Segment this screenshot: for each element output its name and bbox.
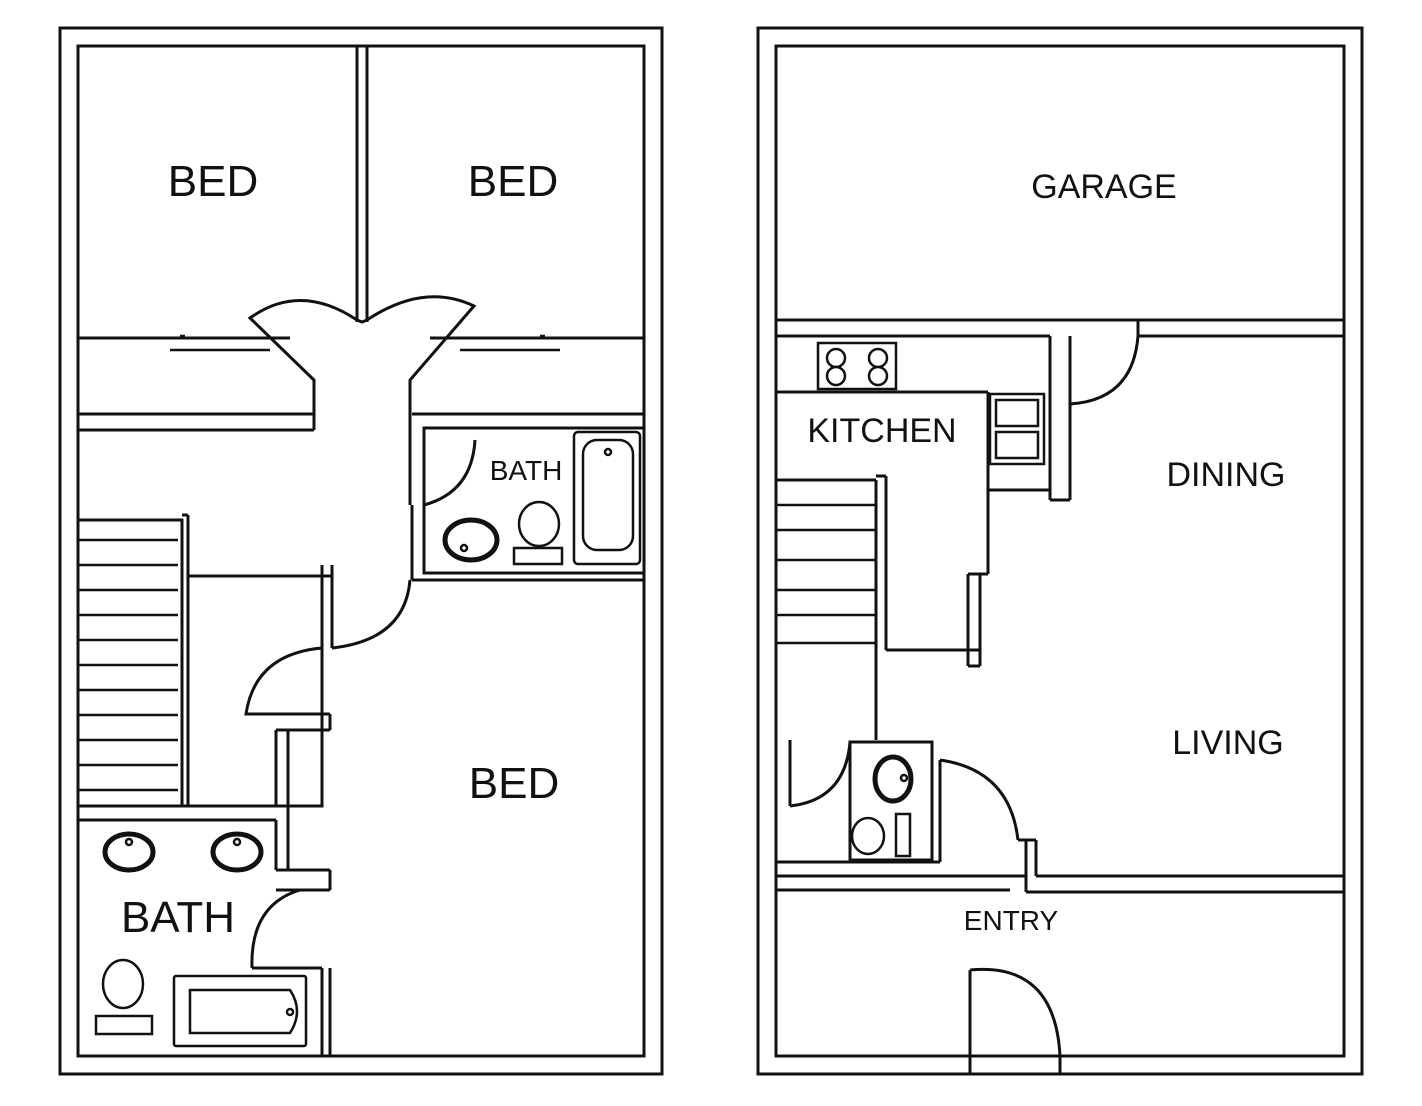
room-label-bed-main: BED — [469, 759, 559, 808]
master-bath-door-swing — [250, 888, 301, 969]
dining-living-walls — [776, 336, 1344, 894]
upper-floor-plan: BED BED BATH BED BATH — [58, 26, 664, 1076]
small-bathroom — [412, 426, 646, 582]
room-label-bath-master: BATH — [121, 893, 235, 942]
main-bedroom-walls — [78, 579, 412, 1056]
entry-area — [968, 967, 1062, 1074]
sink-icon — [872, 754, 914, 804]
bedroom-divider-wall — [355, 46, 369, 322]
room-label-bath-small: BATH — [490, 455, 563, 486]
closet-door-swing — [244, 646, 323, 716]
room-label-entry: ENTRY — [964, 905, 1059, 936]
closet-band — [78, 334, 644, 432]
lower-staircase — [776, 478, 878, 740]
room-label-living: LIVING — [1172, 724, 1283, 762]
upper-floor-outer-wall — [58, 26, 664, 1076]
living-door-swing — [939, 758, 1020, 841]
room-label-bed-top-right: BED — [468, 157, 558, 206]
small-bath-door-swing — [423, 439, 477, 507]
upper-staircase — [76, 513, 190, 808]
sink-icon — [442, 517, 500, 563]
closet-door-swing-lower — [789, 741, 852, 808]
master-bathroom — [94, 831, 308, 1048]
linen-closet — [186, 574, 332, 808]
room-label-bed-top-left: BED — [168, 157, 258, 206]
garage-door-swing — [1069, 335, 1140, 406]
room-label-garage: GARAGE — [1031, 168, 1176, 206]
hallway-walls — [312, 414, 414, 648]
toilet-icon — [850, 816, 886, 856]
front-door-swing — [969, 967, 1062, 1057]
toilet-icon — [101, 958, 145, 1010]
lower-floor-plan: GARAGE KITCHEN DINING LIVING ENTRY — [756, 26, 1364, 1076]
sink-icon-right — [210, 831, 264, 873]
toilet-icon — [517, 500, 561, 548]
room-label-kitchen: KITCHEN — [807, 412, 956, 450]
kitchen-area — [776, 341, 1050, 668]
powder-room — [776, 740, 942, 864]
bedroom-double-door-swing — [247, 295, 477, 430]
room-label-dining: DINING — [1167, 456, 1286, 494]
sink-icon-left — [102, 831, 156, 873]
